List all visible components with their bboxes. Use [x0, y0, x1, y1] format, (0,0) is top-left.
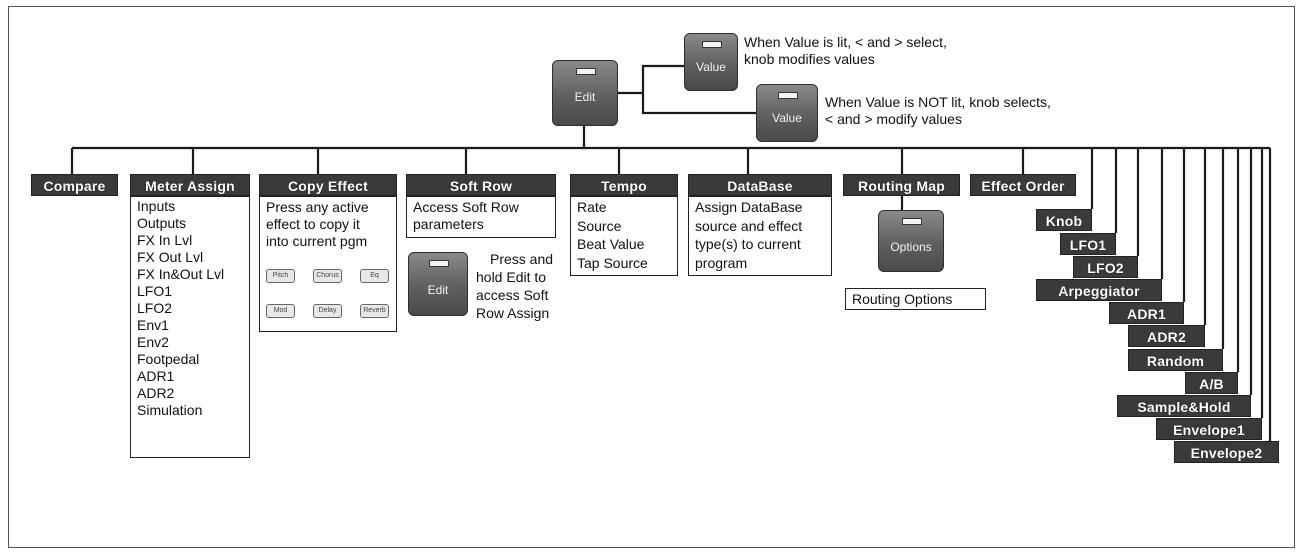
soft-row-edit-button[interactable]: Edit: [408, 252, 468, 316]
list-item: Inputs: [137, 198, 176, 214]
description-line: When Value is NOT lit, knob selects,: [825, 94, 1051, 110]
effect-order-header[interactable]: Effect Order: [970, 174, 1076, 196]
mini-button-delay[interactable]: Delay: [313, 304, 342, 318]
diagram-frame: [8, 6, 1295, 548]
list-item: Footpedal: [137, 351, 200, 367]
list-item: FX In Lvl: [137, 232, 193, 248]
options-led-indicator: [902, 218, 922, 225]
database-text: program: [695, 254, 748, 271]
routing-options-box: Routing Options: [845, 288, 986, 310]
soft-row-hold-note: Press and hold Edit to access Soft Row A…: [476, 250, 553, 322]
note-line: Row Assign: [476, 305, 550, 321]
value-lit-description: When Value is lit, < and > select, knob …: [744, 34, 947, 68]
copy-effect-text: effect to copy it: [266, 216, 360, 232]
value-not-lit-description: When Value is NOT lit, knob selects, < a…: [825, 94, 1051, 128]
description-line: When Value is lit, < and > select,: [744, 34, 947, 50]
note-line: hold Edit to: [476, 269, 547, 285]
modulator-arpeggiator[interactable]: Arpeggiator: [1036, 279, 1162, 301]
value-led-indicator: [778, 92, 798, 99]
list-item: FX Out Lvl: [137, 249, 204, 265]
list-item: Tap Source: [577, 254, 648, 271]
soft-row-header[interactable]: Soft Row: [406, 174, 556, 196]
modulator-knob[interactable]: Knob: [1036, 209, 1092, 231]
mini-button-pitch[interactable]: Pitch: [266, 269, 295, 283]
edit-button-label: Edit: [427, 283, 449, 297]
copy-effect-text: into current pgm: [266, 233, 368, 249]
soft-row-panel: Access Soft Row parameters: [406, 196, 556, 238]
edit-button[interactable]: Edit: [552, 60, 618, 126]
edit-button-label: Edit: [574, 90, 596, 104]
tempo-list: Rate Source Beat Value Tap Source: [570, 196, 678, 276]
edit-led-indicator: [429, 260, 449, 267]
value-button-label: Value: [772, 111, 802, 125]
list-item: Env2: [137, 334, 169, 350]
modulator-envelope2[interactable]: Envelope2: [1174, 441, 1279, 463]
list-item: LFO2: [137, 300, 173, 316]
tempo-header[interactable]: Tempo: [570, 174, 678, 196]
modulator-adr1[interactable]: ADR1: [1109, 302, 1184, 324]
modulator-adr2[interactable]: ADR2: [1128, 325, 1205, 347]
list-item: ADR2: [137, 385, 175, 401]
options-button[interactable]: Options: [878, 210, 944, 272]
note-line: Press and: [490, 251, 554, 267]
list-item: LFO1: [137, 283, 173, 299]
list-item: Rate: [577, 199, 607, 215]
modulator-a-b[interactable]: A/B: [1185, 372, 1238, 394]
mini-button-reverb[interactable]: Reverb: [360, 304, 389, 318]
mini-button-eq[interactable]: Eq: [360, 269, 389, 283]
database-text: source and effect: [695, 217, 803, 234]
copy-effect-header[interactable]: Copy Effect: [259, 174, 397, 196]
description-line: < and > modify values: [825, 111, 962, 127]
modulator-lfo1[interactable]: LFO1: [1060, 233, 1116, 255]
database-text: type(s) to current: [695, 236, 801, 252]
soft-row-text: Access Soft Row: [413, 199, 519, 215]
value-button-label: Value: [696, 60, 726, 74]
soft-row-text: parameters: [413, 216, 484, 232]
modulator-envelope1[interactable]: Envelope1: [1156, 418, 1262, 440]
value-button-lit[interactable]: Value: [684, 33, 738, 91]
value-button-not-lit[interactable]: Value: [756, 84, 818, 142]
database-header[interactable]: DataBase: [688, 174, 832, 196]
description-line: knob modifies values: [744, 51, 875, 67]
value-led-indicator: [702, 41, 722, 48]
modulator-random[interactable]: Random: [1128, 349, 1223, 371]
database-text: Assign DataBase: [695, 199, 803, 215]
note-line: access Soft: [476, 287, 549, 303]
list-item: ADR1: [137, 368, 175, 384]
modulator-sample-hold[interactable]: Sample&Hold: [1117, 395, 1251, 417]
list-item: Beat Value: [577, 236, 645, 252]
list-item: FX In&Out Lvl: [137, 266, 225, 282]
copy-effect-text: Press any active: [266, 199, 369, 215]
mini-button-mod[interactable]: Mod: [266, 304, 295, 318]
list-item: Outputs: [137, 215, 187, 231]
options-button-label: Options: [890, 240, 932, 254]
routing-map-header[interactable]: Routing Map: [843, 174, 960, 196]
mini-button-chorus[interactable]: Chorus: [313, 269, 342, 283]
list-item: Simulation: [137, 402, 203, 418]
list-item: Env1: [137, 317, 169, 333]
database-panel: Assign DataBase source and effect type(s…: [688, 196, 832, 276]
compare-header[interactable]: Compare: [31, 174, 118, 196]
edit-led-indicator: [576, 68, 596, 75]
list-item: Source: [577, 217, 622, 234]
meter-assign-list: Inputs Outputs FX In Lvl FX Out Lvl FX I…: [130, 196, 250, 458]
meter-assign-header[interactable]: Meter Assign: [130, 174, 250, 196]
modulator-lfo2[interactable]: LFO2: [1073, 256, 1138, 278]
